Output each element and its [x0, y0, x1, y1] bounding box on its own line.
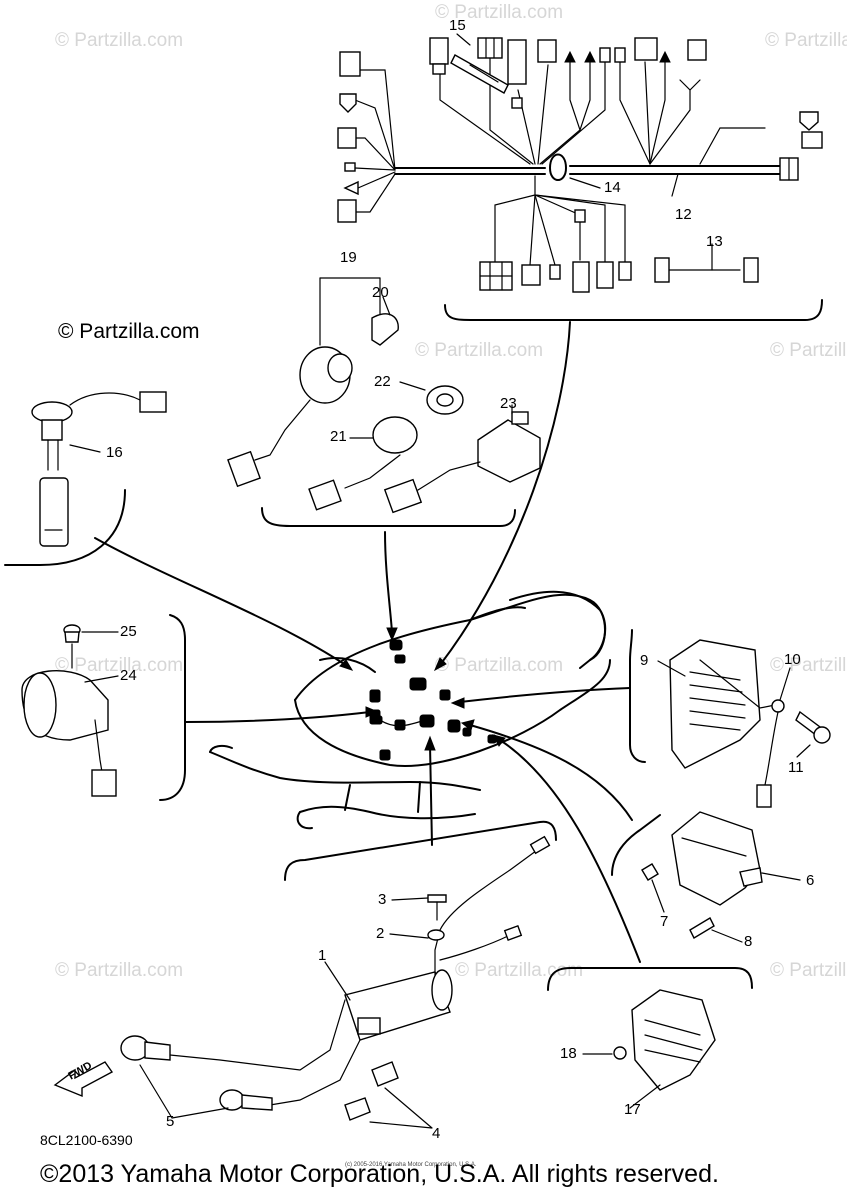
item-6-module [641, 811, 763, 939]
callout-10: 10 [784, 651, 801, 668]
callout-2: 2 [376, 925, 385, 942]
ignition-coil-group [53, 835, 551, 1121]
callout-21: 21 [330, 428, 347, 445]
switch-group [227, 277, 541, 514]
callout-4: 4 [432, 1125, 441, 1142]
callout-5: 5 [166, 1113, 175, 1130]
callout-18: 18 [560, 1045, 577, 1062]
callout-7: 7 [660, 913, 669, 930]
callout-12: 12 [675, 206, 692, 223]
callout-6: 6 [806, 872, 815, 889]
snowmobile [209, 590, 611, 830]
diagram-code: 8CL2100-6390 [40, 1132, 133, 1148]
callout-1: 1 [318, 947, 327, 964]
copyright-notice: ©2013 Yamaha Motor Corporation, U.S.A. A… [40, 1160, 719, 1188]
callout-9: 9 [640, 652, 649, 669]
callout-17: 17 [624, 1101, 641, 1118]
item-24-unit [21, 624, 117, 797]
callout-3: 3 [378, 891, 387, 908]
callout-24: 24 [120, 667, 137, 684]
item-9-rectifier [669, 639, 831, 808]
wire-harness [337, 37, 823, 293]
callout-8: 8 [744, 933, 753, 950]
item-17-regulator [613, 989, 716, 1091]
callout-23: 23 [500, 395, 517, 412]
callout-25: 25 [120, 623, 137, 640]
callout-13: 13 [706, 233, 723, 250]
callout-19: 19 [340, 249, 357, 266]
callout-11: 11 [788, 759, 804, 776]
callout-15: 15 [449, 17, 466, 34]
fine-print: (c) 2005-2016 Yamaha Motor Corporation, … [345, 1162, 477, 1168]
callout-16: 16 [106, 444, 123, 461]
callout-20: 20 [372, 284, 389, 301]
callout-14: 14 [604, 179, 621, 196]
callout-22: 22 [374, 373, 391, 390]
item-16-sensor [31, 391, 167, 547]
